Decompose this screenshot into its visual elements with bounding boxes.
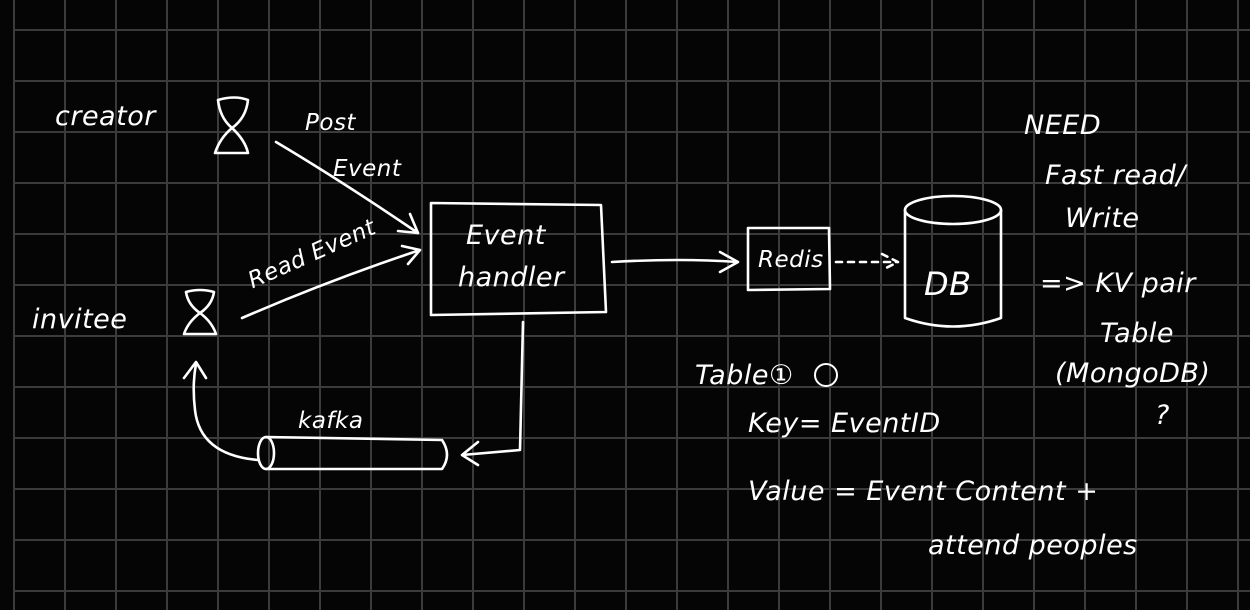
table-note: Table [1100, 318, 1174, 349]
value-note: Value = Event Content + [748, 476, 1099, 507]
attend-note: attend peoples [928, 530, 1138, 561]
handler-to-redis-arrow [610, 250, 740, 274]
db-cylinder [903, 194, 1003, 328]
redis-label: Redis [758, 247, 824, 273]
event-handler-box [429, 201, 608, 317]
redis-box [746, 226, 832, 292]
kafka-label: kafka [298, 408, 364, 434]
event-label: Event [333, 156, 402, 182]
write-note: Write [1065, 203, 1140, 234]
mongodb-note: (MongoDB) [1055, 358, 1211, 389]
event-handler-label-1: Event [466, 220, 546, 251]
question-note: ? [1155, 400, 1170, 431]
invitee-label: invitee [32, 304, 128, 335]
kafka-to-invitee-arrow [182, 360, 260, 462]
post-event-arrow [274, 140, 420, 235]
fast-read-note: Fast read/ [1045, 160, 1186, 191]
need-note: NEED [1024, 110, 1102, 141]
kv-pair-note: => KV pair [1040, 268, 1196, 299]
event-handler-label-2: handler [458, 262, 565, 293]
db-label: DB [924, 265, 972, 303]
post-label: Post [305, 110, 356, 136]
kafka-cylinder [256, 435, 449, 471]
table-number-circle [814, 363, 838, 387]
creator-label: creator [55, 101, 156, 132]
redis-to-db-arrow [834, 252, 900, 272]
creator-person-icon [213, 96, 250, 155]
handler-to-kafka-arrow [460, 320, 525, 467]
read-event-arrow [240, 244, 422, 320]
table1-heading: Table① [695, 360, 794, 391]
key-note: Key= EventID [748, 408, 941, 439]
invitee-person-icon [182, 288, 218, 336]
